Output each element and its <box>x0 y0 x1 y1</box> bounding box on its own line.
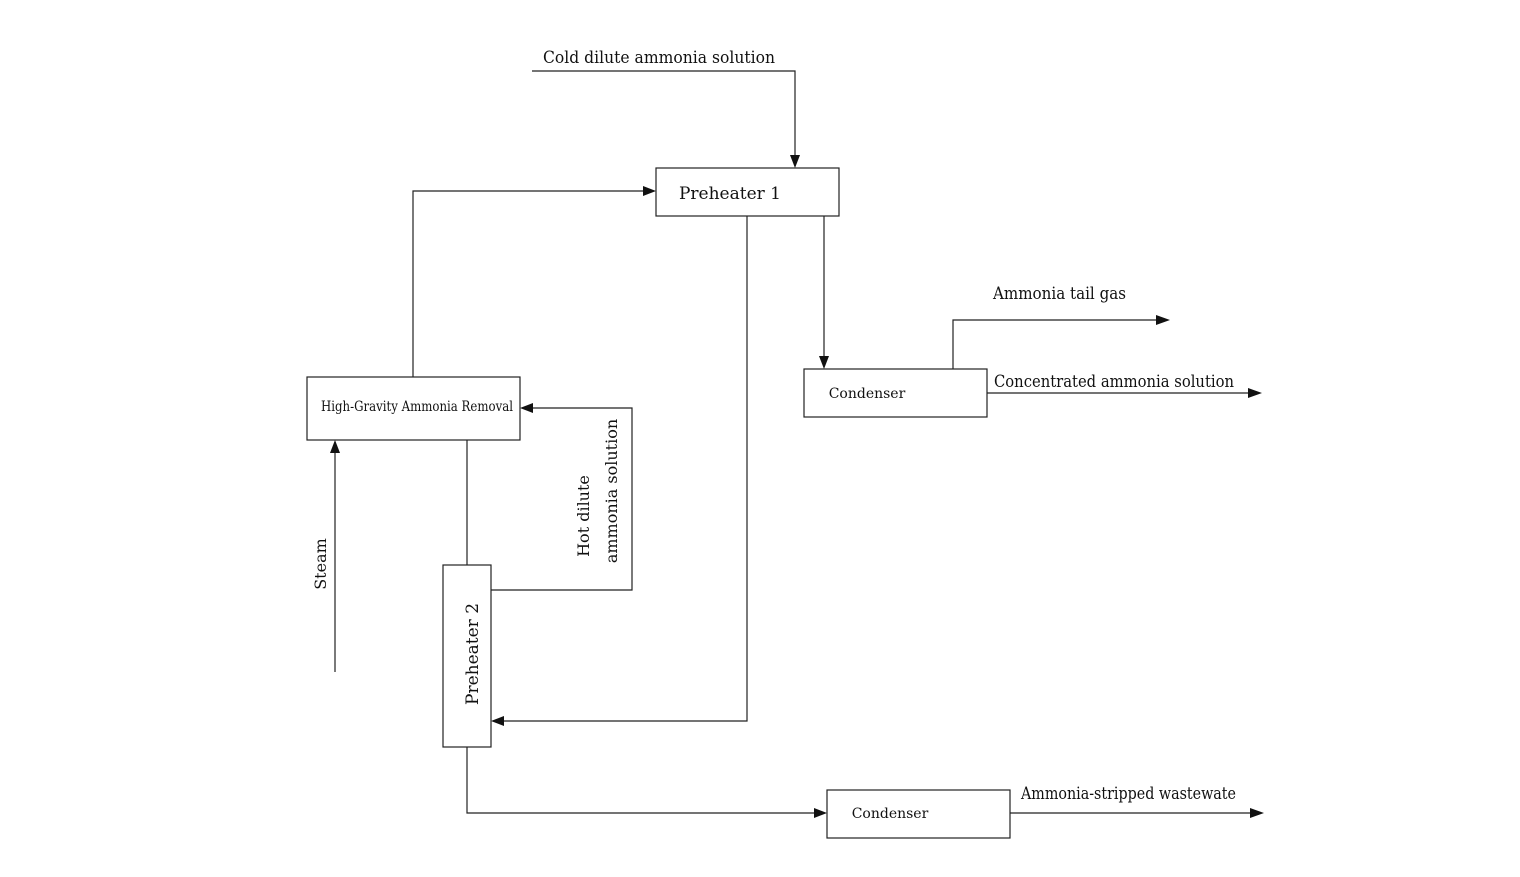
preheater-1-label: Preheater 1 <box>679 184 781 204</box>
arrowhead-icon <box>1156 315 1170 325</box>
high-gravity-label: High-Gravity Ammonia Removal <box>321 399 513 415</box>
stripped-wastewater-line <box>1010 808 1264 818</box>
cold-dilute-feed-line <box>532 70 800 168</box>
high-gravity-ammonia-removal-node: High-Gravity Ammonia Removal <box>306 376 521 441</box>
preheater-2-to-condenser-line <box>466 747 827 818</box>
arrowhead-icon <box>643 186 656 196</box>
condenser-bottom-node: Condenser <box>826 789 1011 839</box>
arrowhead-icon <box>1250 808 1264 818</box>
preheater-2-node: Preheater 2 <box>442 564 492 748</box>
arrowhead-icon <box>330 440 340 453</box>
preheater-1-to-condenser-line <box>819 216 829 369</box>
arrowhead-icon <box>1248 388 1262 398</box>
cold-dilute-label: Cold dilute ammonia solution <box>543 48 775 68</box>
concentrated-ammonia-line <box>987 388 1262 398</box>
hot-dilute-label-line-2: ammonia solution <box>602 419 621 563</box>
preheater-1-to-preheater-2-line <box>491 216 748 726</box>
steam-label: Steam <box>311 538 330 590</box>
arrowhead-icon <box>790 155 800 168</box>
concentrated-ammonia-label: Concentrated ammonia solution <box>994 372 1234 392</box>
arrowhead-icon <box>819 356 829 369</box>
condenser-bottom-label: Condenser <box>852 806 929 822</box>
preheater-1-node: Preheater 1 <box>655 167 840 217</box>
arrowhead-icon <box>814 808 827 818</box>
high-gravity-to-preheater-1-line <box>412 186 656 377</box>
condenser-top-label: Condenser <box>829 386 906 402</box>
hot-dilute-label-line-1: Hot dilute <box>574 475 593 557</box>
preheater-2-label: Preheater 2 <box>463 603 483 705</box>
ammonia-tail-gas-label: Ammonia tail gas <box>992 284 1126 304</box>
condenser-top-node: Condenser <box>803 368 988 418</box>
arrowhead-icon <box>491 716 504 726</box>
arrowhead-icon <box>520 403 533 413</box>
stripped-wastewater-label: Ammonia-stripped wastewate <box>1020 784 1236 804</box>
ammonia-tail-gas-line <box>952 315 1170 369</box>
hot-dilute-return-line <box>491 403 633 591</box>
steam-feed-line <box>330 440 340 672</box>
